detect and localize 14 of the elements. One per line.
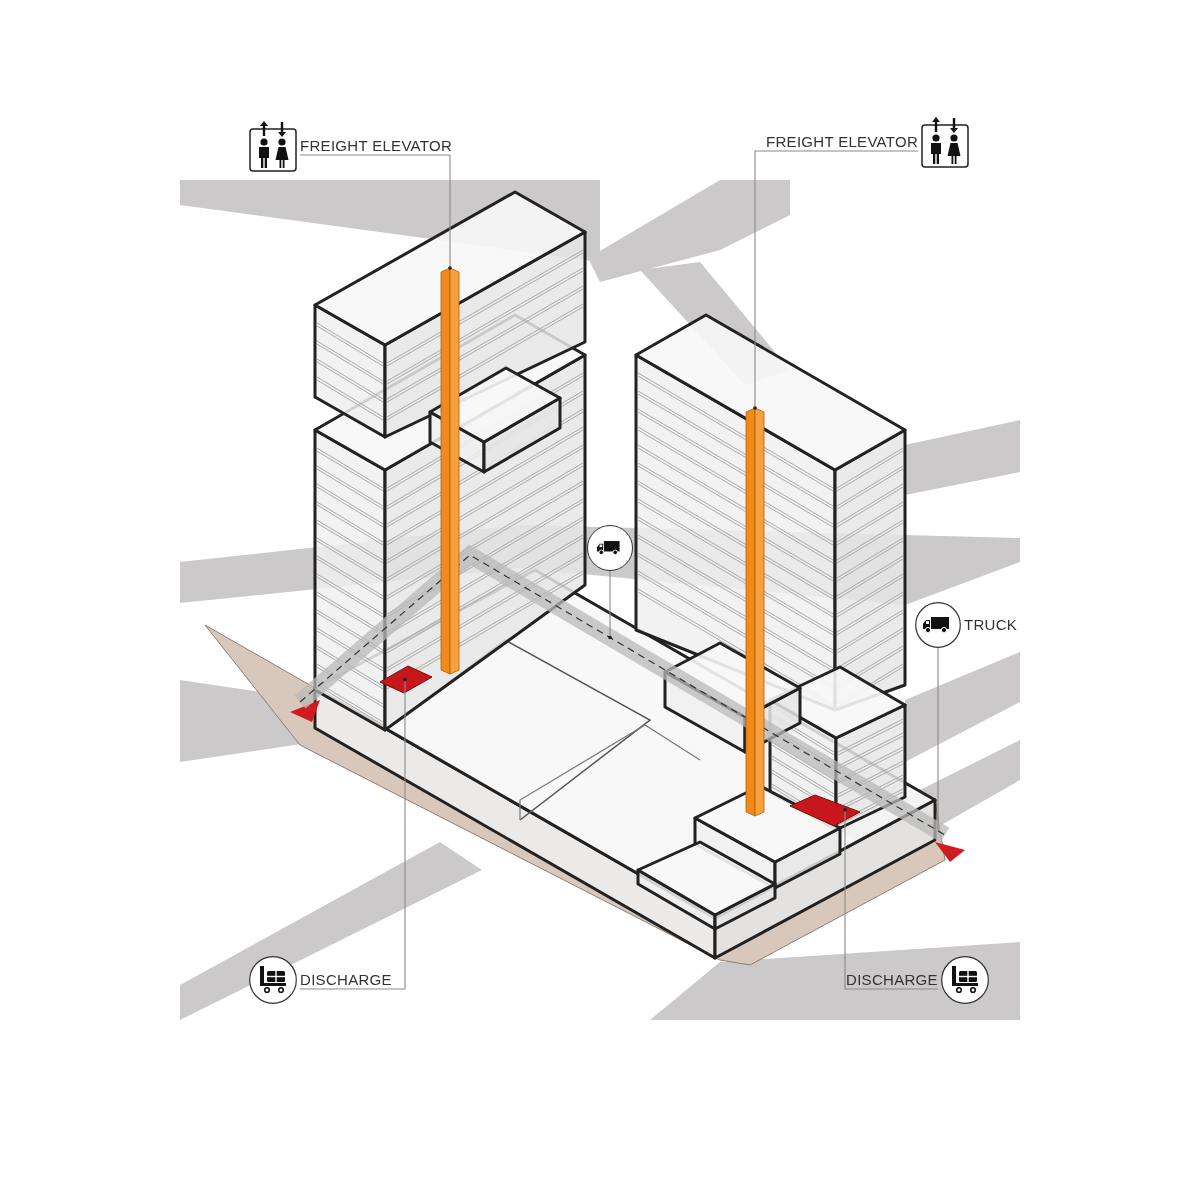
truck-route	[294, 544, 950, 843]
callout-label: FREIGHT ELEVATOR	[300, 137, 453, 155]
callout-label: DISCHARGE	[846, 971, 938, 989]
leader-line	[753, 150, 919, 410]
leader-line	[843, 807, 939, 990]
callout-label: DISCHARGE	[300, 971, 392, 989]
elevator-shaft	[440, 267, 460, 675]
leader-line	[299, 154, 452, 270]
leader-line	[937, 647, 939, 832]
leader-line	[299, 677, 407, 990]
callout-label: TRUCK	[964, 616, 1018, 634]
leader-line	[608, 570, 612, 640]
callout-label: FREIGHT ELEVATOR	[766, 133, 919, 151]
elevator-shaft	[745, 407, 765, 817]
